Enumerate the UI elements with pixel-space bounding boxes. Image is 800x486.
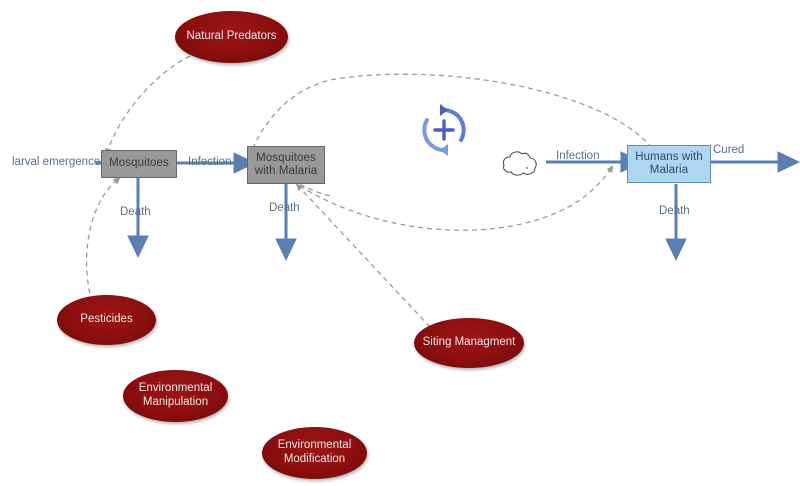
stock-mosquitoes-with-malaria[interactable]: Mosquitoes with Malaria [247,146,325,184]
flow-label-infection-mosquitoes: Infection [188,156,232,168]
intervention-pesticides-label: Pesticides [80,313,133,326]
cloud-source-icon [502,151,537,176]
intervention-environmental-manipulation-label-line2: Manipulation [142,396,209,408]
link-siting-managment-to-mosquitoes-with-malaria [296,183,431,328]
link-lower-arc-return-stub [293,179,331,197]
stock-mosquitoes-label: Mosquitoes [109,157,169,170]
intervention-environmental-manipulation-label-line1: Environmental [138,382,213,395]
intervention-natural-predators-label: Natural Predators [186,30,277,43]
intervention-environmental-modification-label-line2: Modification [283,453,346,465]
link-pesticides-to-mosquitoes [86,177,121,303]
link-natural-predators-to-mosquitoes [105,55,191,156]
stock-humans-with-malaria-label-line2: Malaria [649,164,689,176]
flow-label-death-mosquitoes-with-malaria: Death [269,202,300,214]
stock-humans-with-malaria[interactable]: Humans with Malaria [627,145,711,183]
intervention-siting-managment[interactable]: Siting Managment [414,318,524,368]
intervention-siting-managment-label: Siting Managment [422,336,516,349]
stock-humans-with-malaria-label-line1: Humans with [635,150,703,163]
intervention-pesticides[interactable]: Pesticides [57,295,156,345]
intervention-natural-predators[interactable]: Natural Predators [175,11,288,63]
link-mosquitoes-with-malaria-to-infection-humans-lower-arc [299,165,614,231]
intervention-environmental-modification[interactable]: Environmental Modification [262,427,367,479]
reinforcing-loop-icon [422,104,466,156]
flow-label-death-mosquitoes: Death [120,206,151,218]
flow-label-infection-humans: Infection [556,150,600,162]
flow-label-death-humans: Death [659,205,690,217]
stock-mosquitoes[interactable]: Mosquitoes [101,150,177,178]
intervention-environmental-manipulation[interactable]: Environmental Manipulation [123,370,228,422]
flow-label-cured: Cured [713,144,745,156]
stock-mosquitoes-with-malaria-label-line2: with Malaria [254,165,318,177]
stock-mosquitoes-with-malaria-label-line1: Mosquitoes [256,151,316,164]
flow-label-larval-emergence: larval emergence [12,156,101,168]
intervention-environmental-modification-label-line1: Environmental [277,439,352,452]
